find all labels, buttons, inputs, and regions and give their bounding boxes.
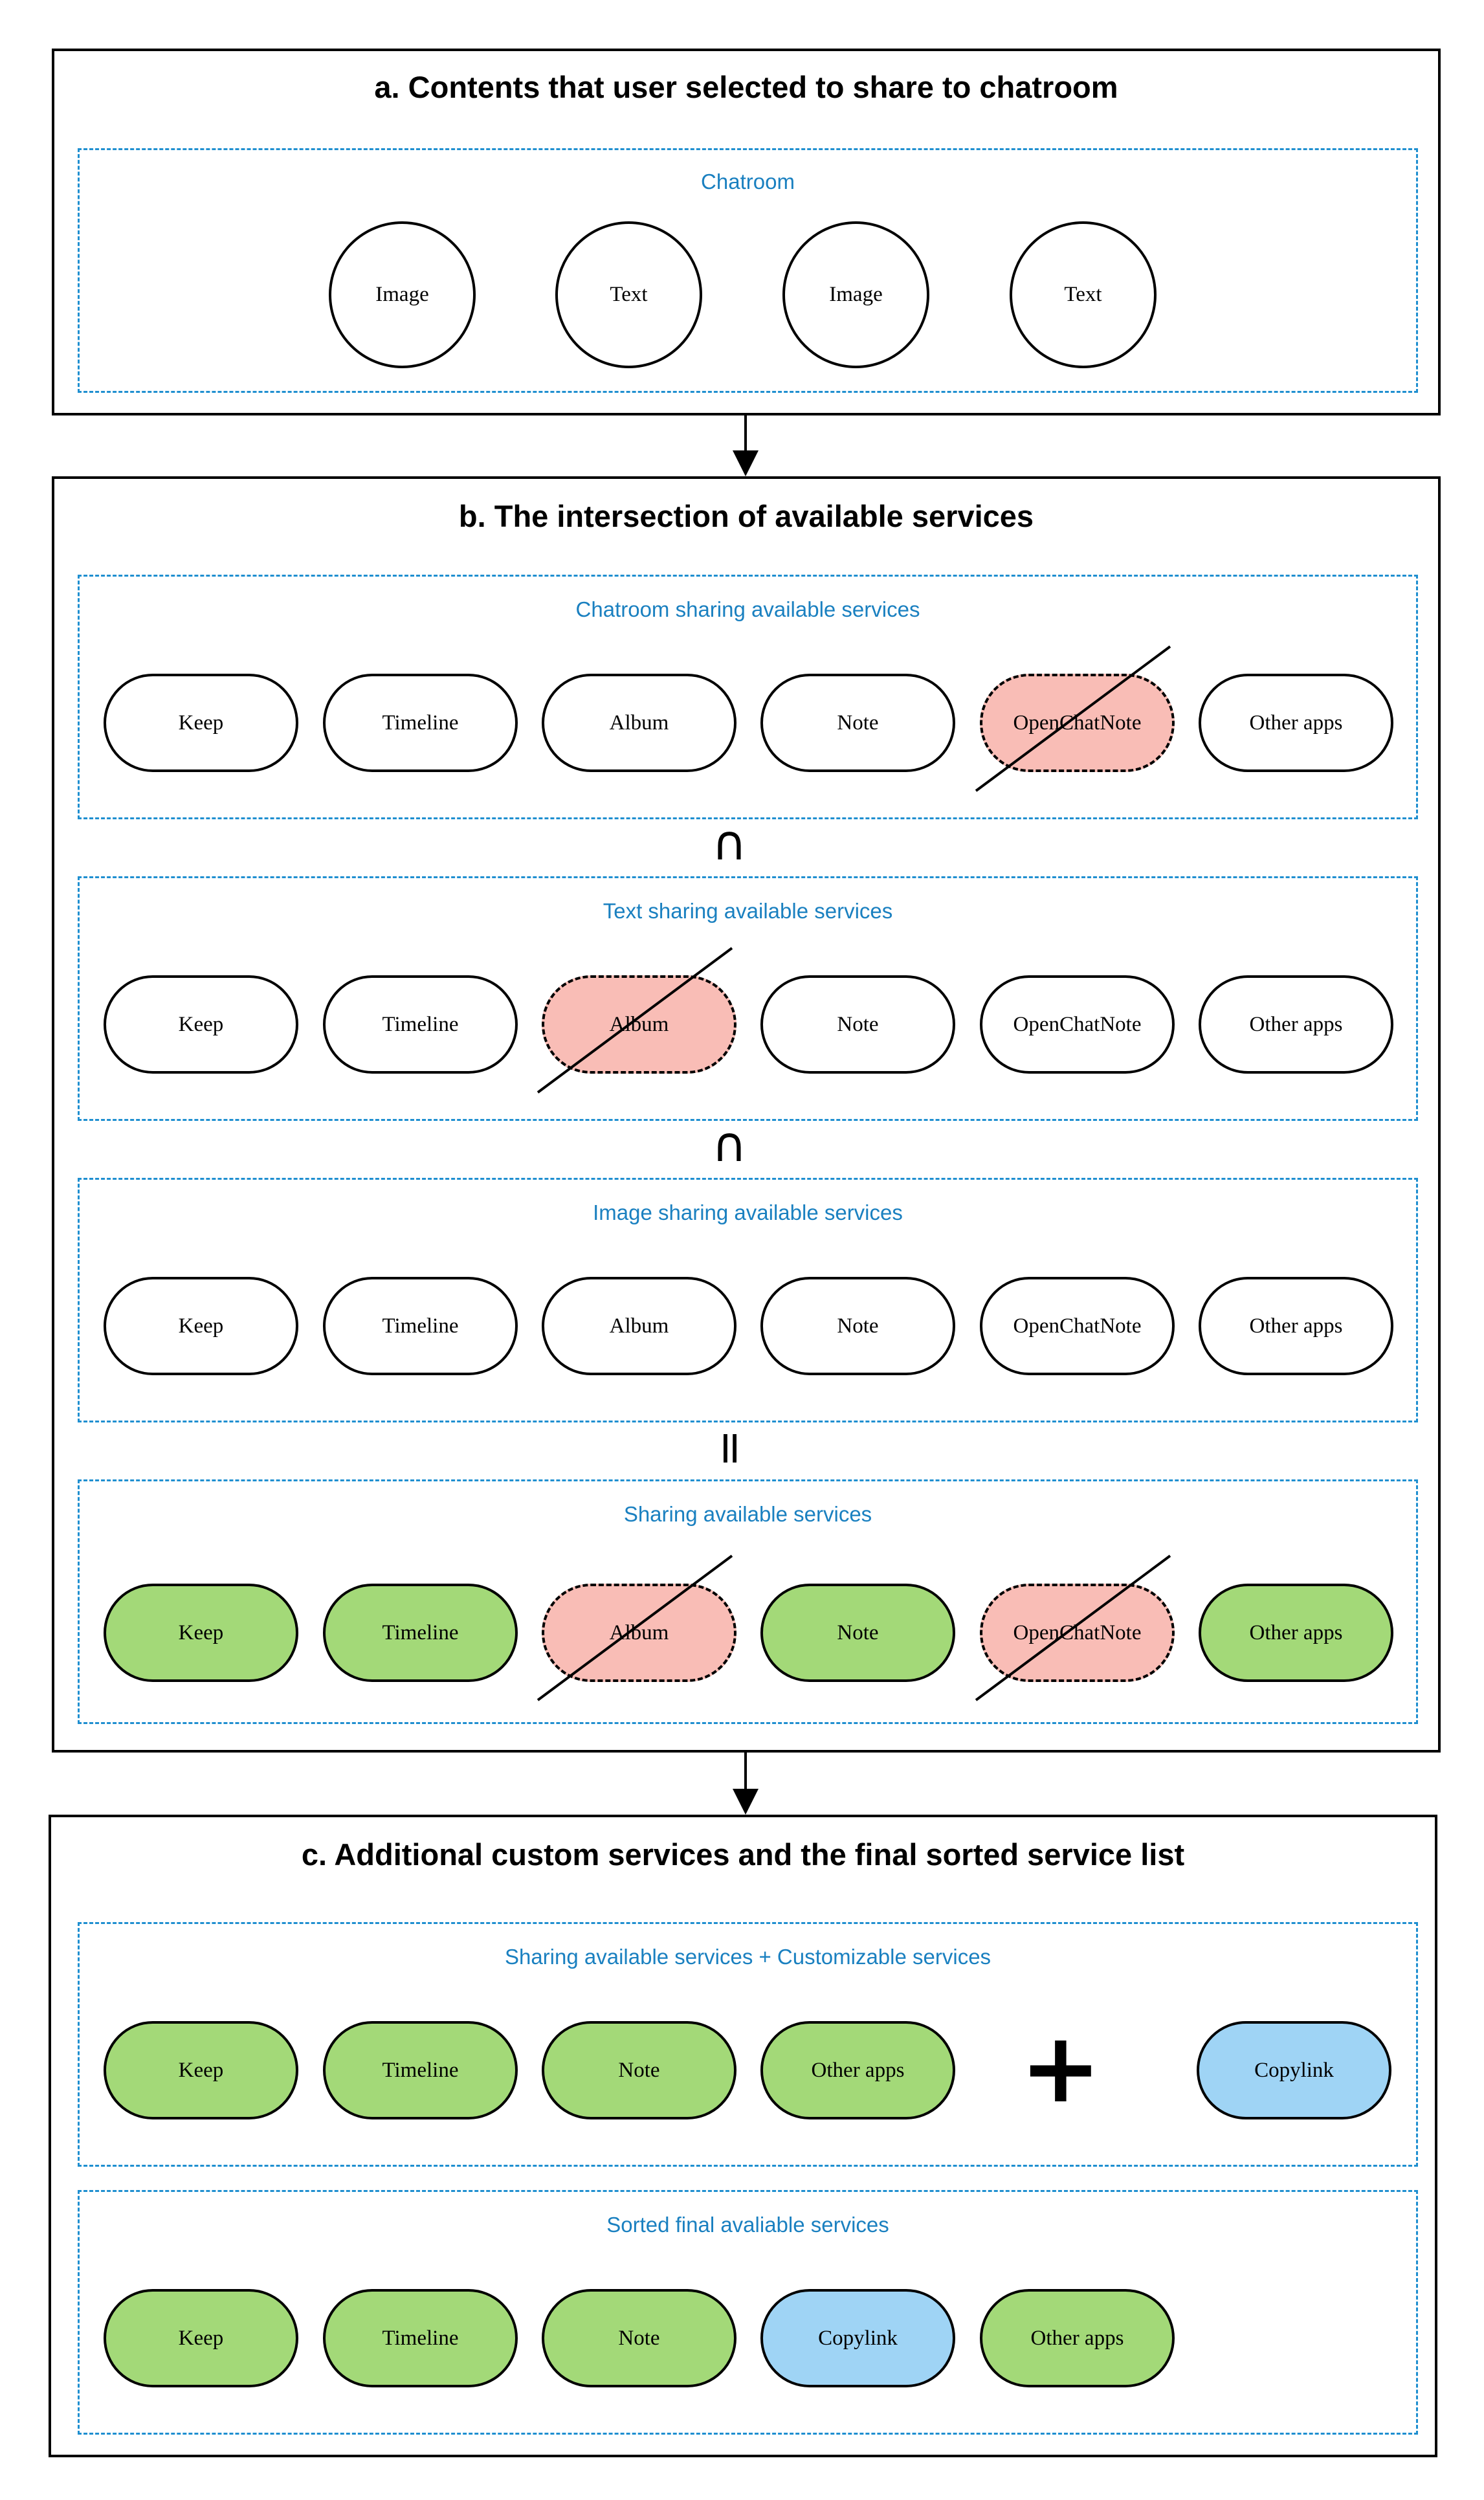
- service-note-available: Note: [760, 1584, 955, 1682]
- service-other-apps: Other apps: [1199, 975, 1393, 1074]
- service-timeline-available: Timeline: [323, 2021, 518, 2119]
- service-album: Album: [542, 1277, 736, 1375]
- service-copylink-custom: Copylink: [760, 2289, 955, 2387]
- content-circle-text: Text: [1010, 221, 1157, 368]
- sorted-services-group: Sorted final avaliable services Keep Tim…: [78, 2190, 1418, 2435]
- plus-symbol: +: [1020, 2012, 1102, 2125]
- service-album-excluded: Album: [542, 1584, 736, 1682]
- service-note-available: Note: [542, 2289, 736, 2387]
- chatroom-group-label: Chatroom: [701, 170, 795, 194]
- service-timeline: Timeline: [323, 1277, 518, 1375]
- service-note-available: Note: [542, 2021, 736, 2119]
- service-keep: Keep: [104, 975, 298, 1074]
- service-keep-available: Keep: [104, 1584, 298, 1682]
- service-keep-available: Keep: [104, 2289, 298, 2387]
- service-note: Note: [760, 975, 955, 1074]
- sorted-services-label: Sorted final avaliable services: [606, 2213, 889, 2237]
- content-circle-image: Image: [329, 221, 476, 368]
- content-circle-text: Text: [555, 221, 702, 368]
- service-album: Album: [542, 674, 736, 772]
- custom-services-label: Sharing available services + Customizabl…: [504, 1945, 991, 1969]
- service-other-apps-available: Other apps: [1199, 1584, 1393, 1682]
- service-openchatnote: OpenChatNote: [980, 1277, 1175, 1375]
- intersection-symbol: ∩: [711, 815, 748, 871]
- service-other-apps-available: Other apps: [980, 2289, 1175, 2387]
- content-circle-image: Image: [782, 221, 929, 368]
- service-copylink-custom: Copylink: [1197, 2021, 1391, 2119]
- chatroom-group: Chatroom Image Text Image Text: [78, 148, 1418, 393]
- equals-symbol: =: [705, 1429, 758, 1468]
- image-services-group: Image sharing available services Keep Ti…: [78, 1178, 1418, 1422]
- service-keep: Keep: [104, 674, 298, 772]
- intersection-symbol: ∩: [711, 1117, 748, 1173]
- service-openchatnote-excluded: OpenChatNote: [980, 1584, 1175, 1682]
- image-services-label: Image sharing available services: [593, 1200, 903, 1224]
- panel-b-title: b. The intersection of available service…: [458, 499, 1034, 533]
- service-keep: Keep: [104, 1277, 298, 1375]
- service-timeline: Timeline: [323, 674, 518, 772]
- panel-b: b. The intersection of available service…: [52, 476, 1441, 1753]
- service-album-excluded: Album: [542, 975, 736, 1074]
- chatroom-services-group: Chatroom sharing available services Keep…: [78, 575, 1418, 819]
- panel-c: c. Additional custom services and the fi…: [49, 1815, 1437, 2457]
- service-timeline: Timeline: [323, 975, 518, 1074]
- chatroom-services-label: Chatroom sharing available services: [575, 597, 920, 621]
- service-openchatnote-excluded: OpenChatNote: [980, 674, 1175, 772]
- text-services-group: Text sharing available services Keep Tim…: [78, 876, 1418, 1121]
- service-note: Note: [760, 674, 955, 772]
- service-openchatnote: OpenChatNote: [980, 975, 1175, 1074]
- sharing-services-group: Sharing available services Keep Timeline…: [78, 1479, 1418, 1724]
- service-other-apps-available: Other apps: [760, 2021, 955, 2119]
- service-keep-available: Keep: [104, 2021, 298, 2119]
- panel-a-title: a. Contents that user selected to share …: [374, 70, 1118, 104]
- service-other-apps: Other apps: [1199, 1277, 1393, 1375]
- sharing-services-label: Sharing available services: [623, 1502, 872, 1526]
- service-timeline-available: Timeline: [323, 1584, 518, 1682]
- custom-services-group: Sharing available services + Customizabl…: [78, 1922, 1418, 2167]
- service-timeline-available: Timeline: [323, 2289, 518, 2387]
- service-other-apps: Other apps: [1199, 674, 1393, 772]
- panel-c-title: c. Additional custom services and the fi…: [301, 1837, 1185, 1872]
- panel-a: a. Contents that user selected to share …: [52, 49, 1441, 415]
- service-note: Note: [760, 1277, 955, 1375]
- text-services-label: Text sharing available services: [603, 899, 893, 923]
